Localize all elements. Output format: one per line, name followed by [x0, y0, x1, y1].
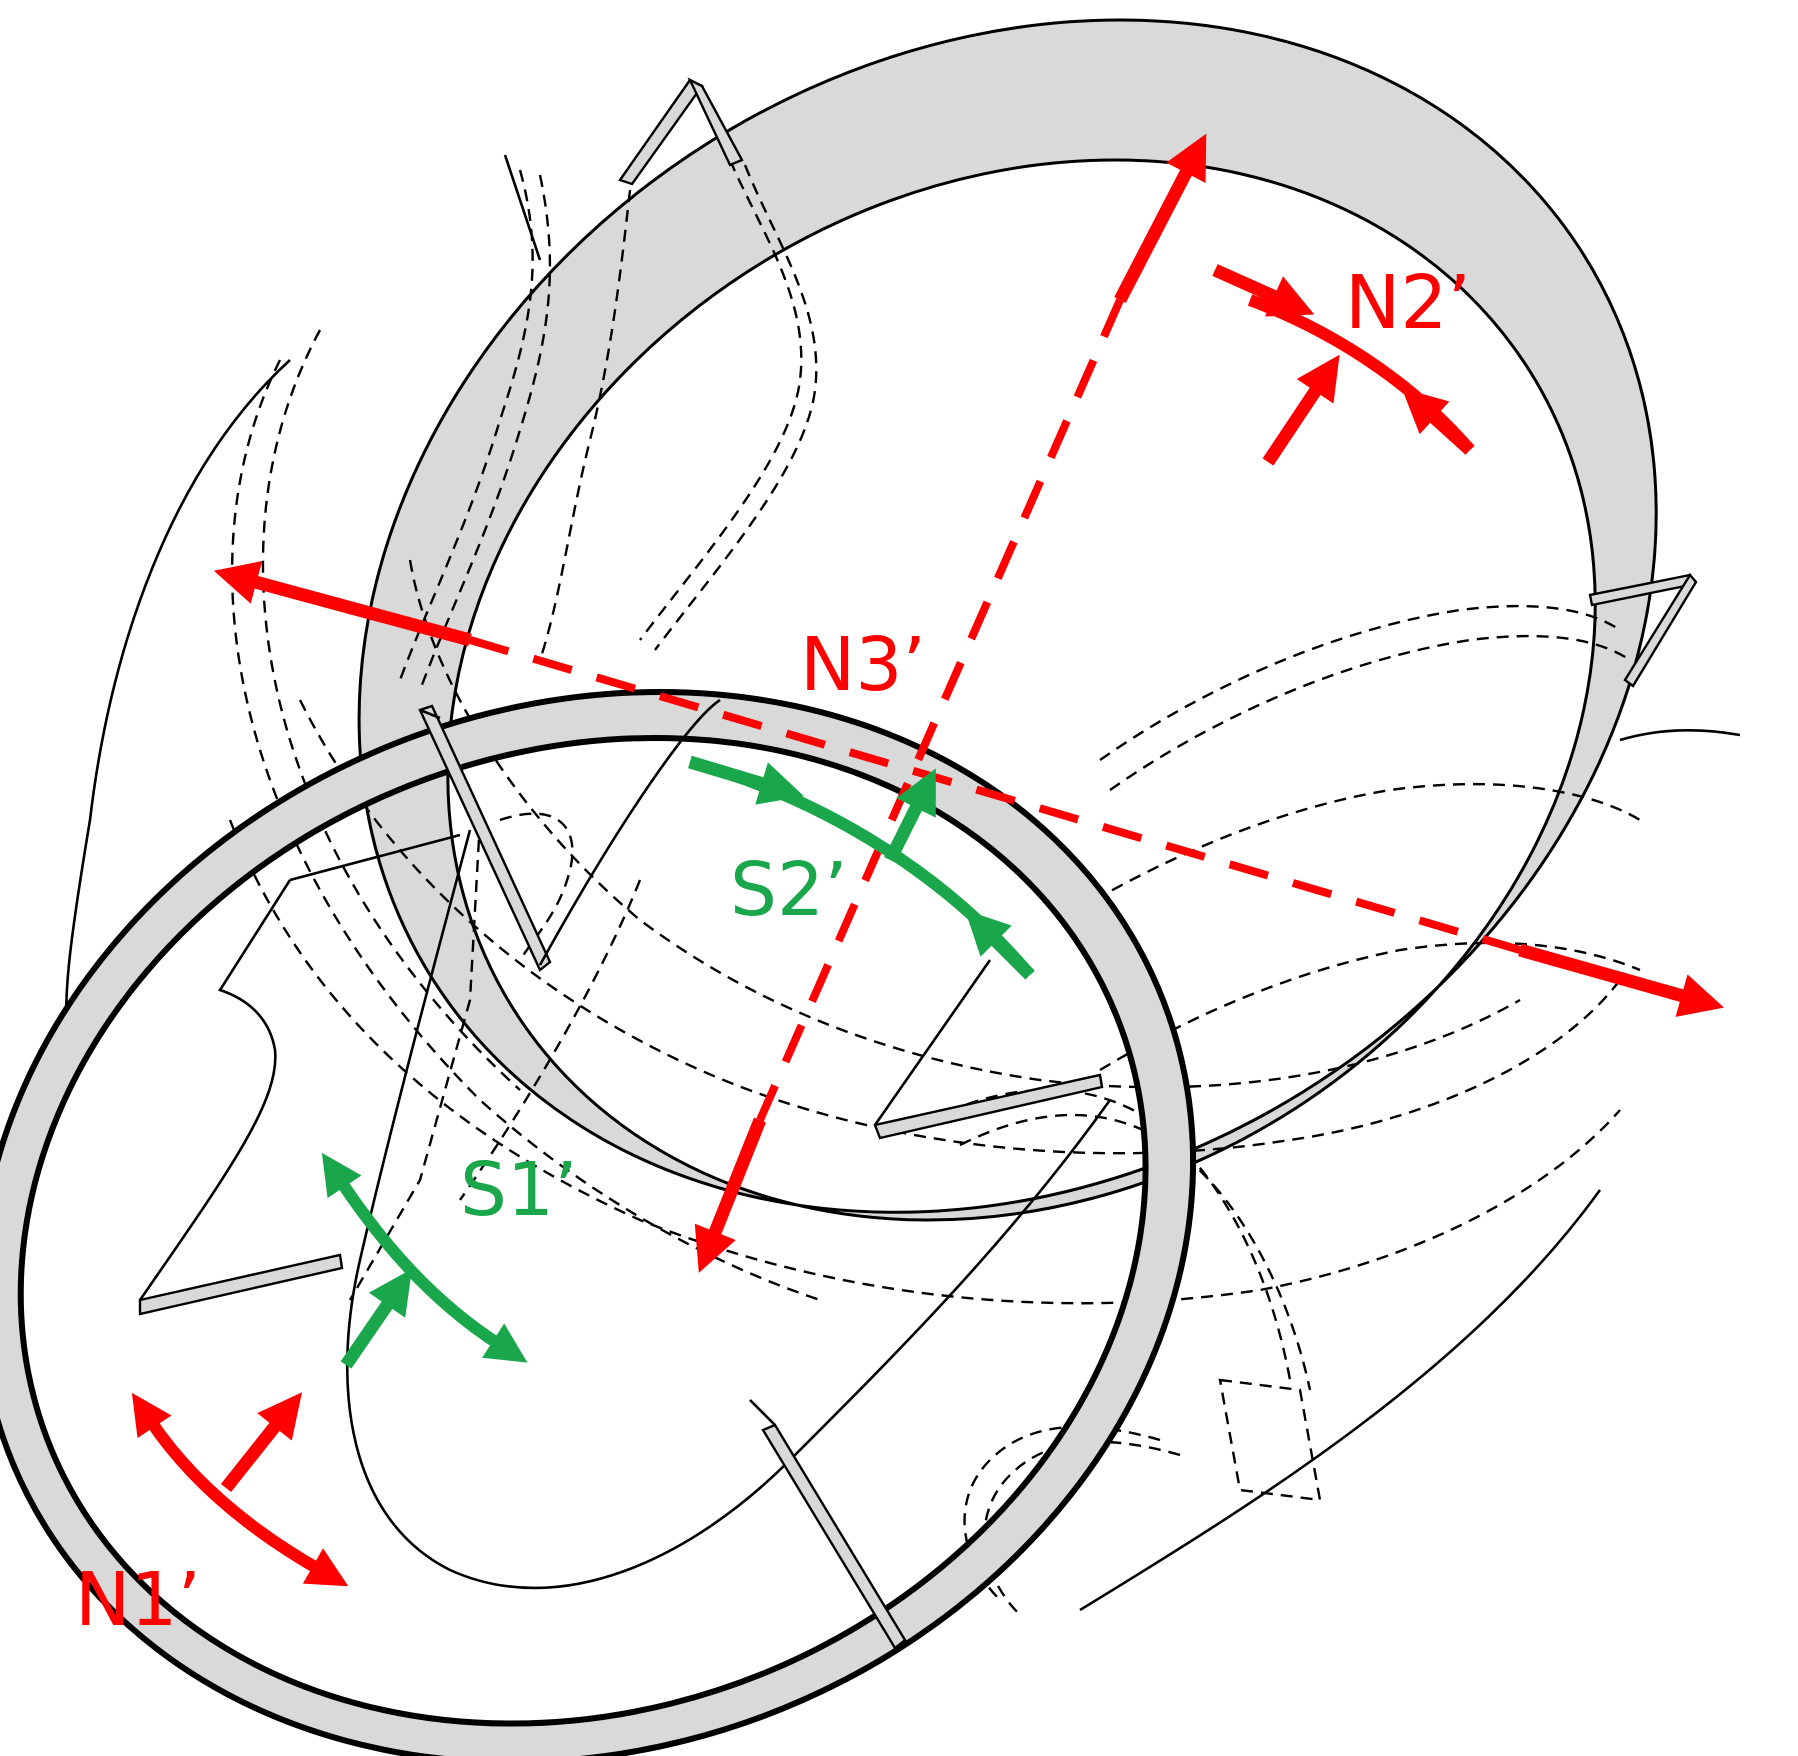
n2-arrow-tangent-b: [1401, 388, 1475, 455]
s1-arc: [321, 1152, 528, 1363]
label-n2: N2’: [1345, 260, 1471, 346]
s2-arrow-a: [688, 755, 804, 805]
s2-arrow-normal: [884, 768, 936, 863]
n3-dashed-vertical: [756, 298, 1124, 1122]
rear-ring-band: [357, 18, 1658, 1222]
front-blades: [138, 698, 1112, 1650]
normal-stress-arrows: [131, 133, 1725, 1587]
label-s2: S2’: [730, 847, 848, 933]
s1-arrow-normal: [340, 1268, 413, 1369]
housing-outline-left: [64, 359, 291, 1061]
shear-stress-arrows: [321, 755, 1035, 1369]
label-s1: S1’: [460, 1147, 578, 1233]
n2-arrow-tangent-a: [1212, 264, 1315, 317]
n2-arrow-normal: [1262, 354, 1340, 466]
rear-blades: [503, 77, 1741, 742]
s2-arrow-b: [964, 909, 1035, 980]
n3-arrow-up: [1114, 133, 1207, 303]
label-n3: N3’: [800, 622, 926, 708]
front-ring-band: [0, 689, 1196, 1756]
n1-arrow-normal: [220, 1392, 302, 1493]
labels: N2’ N3’ N1’ S2’ S1’: [75, 260, 1471, 1643]
n1-arc: [131, 1392, 349, 1587]
n3-arrow-down: [694, 1117, 767, 1273]
label-n1: N1’: [75, 1557, 201, 1643]
n3-arrow-right: [1518, 943, 1725, 1017]
front-shroud: [0, 689, 1196, 1756]
n3-arrow-left: [213, 560, 472, 647]
housing-outline-bottom: [1079, 1189, 1602, 1612]
n3-dashed-horizontal: [468, 636, 1522, 954]
